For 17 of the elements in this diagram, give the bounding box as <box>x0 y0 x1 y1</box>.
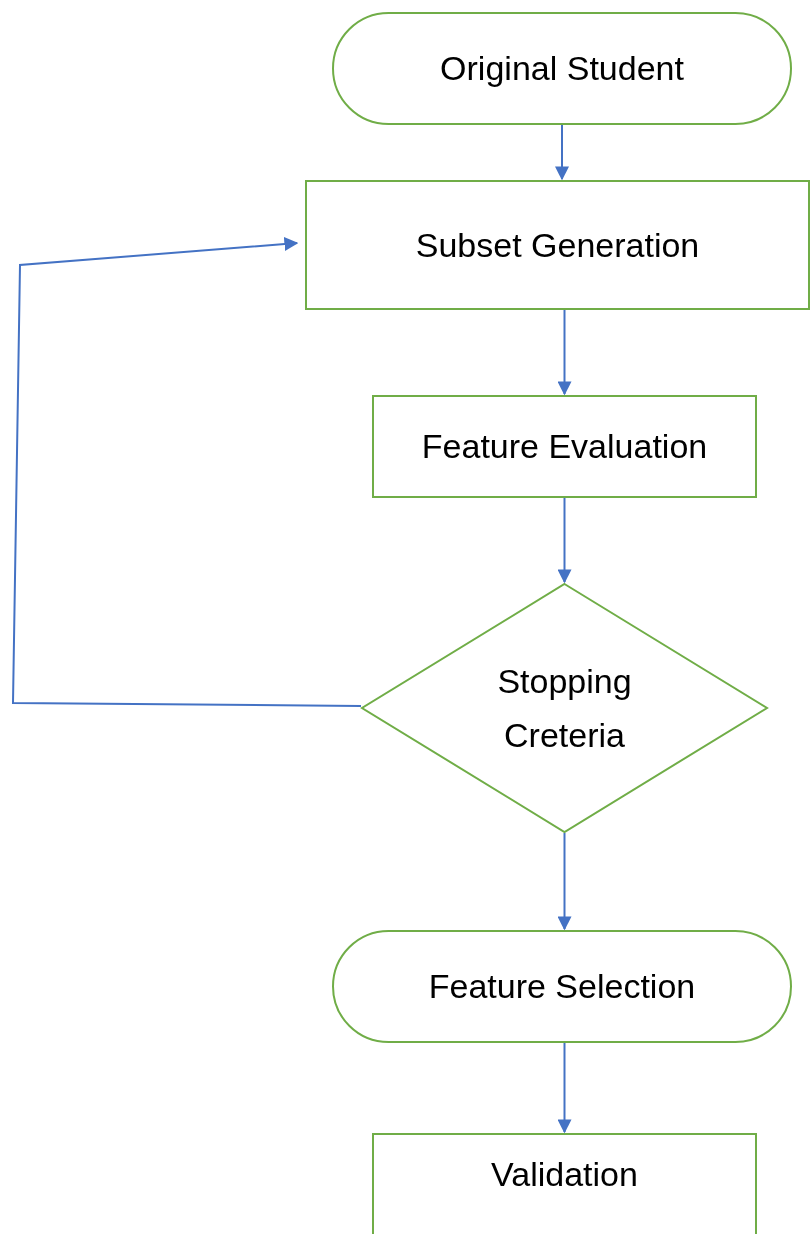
node-label: Original Student <box>440 48 684 90</box>
node-label: Subset Generation <box>415 224 700 266</box>
arrow <box>555 124 569 181</box>
arrow <box>557 1042 572 1134</box>
node-label: Stopping Creteria <box>496 660 633 756</box>
terminal-shape <box>332 930 792 1043</box>
arrow <box>557 497 572 584</box>
arrow <box>557 309 572 396</box>
arrow <box>12 237 362 707</box>
process-box <box>372 395 757 498</box>
process-box <box>372 1133 757 1234</box>
process-box <box>305 180 810 310</box>
node-label: Feature Selection <box>428 966 696 1008</box>
node-label: Feature Evaluation <box>421 426 708 468</box>
terminal-shape <box>332 12 792 125</box>
node-label: Validation <box>491 1154 638 1195</box>
arrow <box>557 832 572 931</box>
